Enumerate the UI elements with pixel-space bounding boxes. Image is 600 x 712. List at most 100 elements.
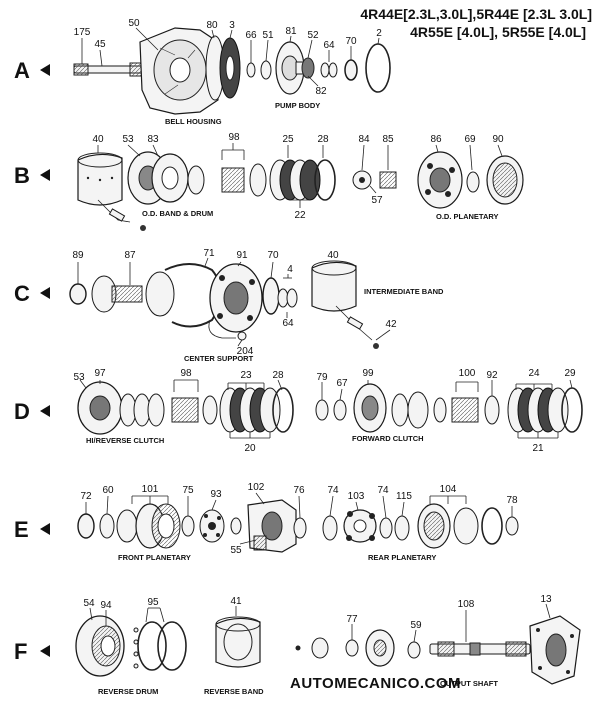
part-number: 81 xyxy=(285,26,297,37)
planet-carrier-part xyxy=(199,509,225,543)
part-number: 103 xyxy=(348,491,365,502)
ring-gear-part xyxy=(417,503,503,549)
thrust-washer-part xyxy=(344,59,358,81)
clutch-pack-part xyxy=(187,159,336,201)
row-letter: D xyxy=(14,399,30,424)
part-number: 90 xyxy=(492,134,504,145)
row-arrow-icon xyxy=(40,645,50,657)
part-number: 29 xyxy=(564,368,576,379)
thrust-washer-part xyxy=(262,277,280,315)
part-number: 87 xyxy=(124,250,136,261)
input-shaft-part xyxy=(73,62,145,77)
reverse-drum-part xyxy=(75,615,125,677)
bearing-part xyxy=(394,515,410,541)
part-number: 102 xyxy=(248,482,265,493)
part-number: 99 xyxy=(362,368,374,379)
part-number: 59 xyxy=(410,620,422,631)
output-shaft-part xyxy=(429,641,531,657)
part-number: 95 xyxy=(147,597,159,608)
thrust-washer-part xyxy=(505,516,519,536)
row-letter: F xyxy=(14,639,27,664)
part-number: 42 xyxy=(385,319,397,330)
hi-reverse-drum-part xyxy=(77,381,123,435)
bearing-part xyxy=(311,637,329,659)
part-number: 76 xyxy=(293,485,305,496)
part-number: 175 xyxy=(74,27,91,38)
part-number: 78 xyxy=(506,495,518,506)
diagram-title-line-2: 4R55E [4.0L], 5R55E [4.0L] xyxy=(410,24,586,40)
part-caption: HI/REVERSE CLUTCH xyxy=(86,436,164,445)
part-number: 100 xyxy=(459,368,476,379)
part-number: 22 xyxy=(294,210,306,221)
rear-planetary-part xyxy=(343,509,377,543)
part-caption: REVERSE DRUM xyxy=(98,687,158,696)
part-caption: INTERMEDIATE BAND xyxy=(364,287,444,296)
part-number: 28 xyxy=(272,370,284,381)
seal-ring-part xyxy=(320,62,330,78)
part-number: 86 xyxy=(430,134,442,145)
part-caption: O.D. BAND & DRUM xyxy=(142,209,213,218)
site-watermark: AUTOMECANICO.COM xyxy=(290,675,461,692)
part-number: 75 xyxy=(182,485,194,496)
part-caption: FRONT PLANETARY xyxy=(118,553,191,562)
thrust-washer-part xyxy=(345,639,359,657)
part-number: 92 xyxy=(486,370,498,381)
part-number: 55 xyxy=(230,545,242,556)
thrust-washer-part xyxy=(293,517,307,539)
part-number: 64 xyxy=(323,40,335,51)
row-c: C xyxy=(14,248,444,363)
row-arrow-icon xyxy=(40,64,50,76)
ball-part xyxy=(295,645,301,651)
part-number: 53 xyxy=(122,134,134,145)
clutch-discs-part xyxy=(507,387,583,433)
parking-gear-part xyxy=(365,629,395,667)
part-number: 60 xyxy=(102,485,114,496)
bearing-part xyxy=(407,641,421,659)
part-number: 21 xyxy=(532,443,544,454)
part-caption: REAR PLANETARY xyxy=(368,553,436,562)
part-number: 94 xyxy=(100,600,112,611)
seal-ring-part xyxy=(246,62,256,78)
od-band-part xyxy=(77,152,146,231)
front-planetary-part xyxy=(135,503,181,549)
row-a: A xyxy=(14,18,391,126)
seal-ring-part xyxy=(286,288,298,308)
part-number: 101 xyxy=(142,484,159,495)
drum-hub-part xyxy=(91,271,175,317)
part-number: 67 xyxy=(336,378,348,389)
part-number: 45 xyxy=(94,39,106,50)
bearing-part xyxy=(322,515,338,541)
part-number: 74 xyxy=(377,485,389,496)
row-arrow-icon xyxy=(40,169,50,181)
part-number: 20 xyxy=(244,443,256,454)
part-number: 4 xyxy=(287,264,293,275)
part-number: 66 xyxy=(245,30,257,41)
row-letter: C xyxy=(14,281,30,306)
od-drum-part xyxy=(127,151,189,205)
part-caption: REVERSE BAND xyxy=(204,687,264,696)
part-number: 3 xyxy=(229,20,235,31)
bell-housing-part xyxy=(139,27,219,115)
washer-part xyxy=(260,60,272,80)
part-number: 98 xyxy=(180,368,192,379)
part-number: 51 xyxy=(262,30,274,41)
bearing-part xyxy=(99,513,115,539)
piston-spring-part xyxy=(171,397,199,423)
part-number: 2 xyxy=(376,28,382,39)
part-number: 115 xyxy=(396,491,412,502)
row-d: D xyxy=(14,368,583,454)
row-arrow-icon xyxy=(40,523,50,535)
part-number: 77 xyxy=(346,614,358,625)
part-number: 91 xyxy=(236,250,248,261)
row-letter: B xyxy=(14,163,30,188)
part-number: 23 xyxy=(240,370,252,381)
center-support-part xyxy=(208,263,263,341)
output-drum-part xyxy=(247,499,297,553)
part-number: 89 xyxy=(72,250,84,261)
bearing-part xyxy=(333,399,347,421)
row-arrow-icon xyxy=(40,287,50,299)
thrust-washer-part xyxy=(77,513,95,539)
part-number: 93 xyxy=(210,489,222,500)
snap-ring-part xyxy=(365,43,391,93)
part-number: 53 xyxy=(73,372,85,383)
